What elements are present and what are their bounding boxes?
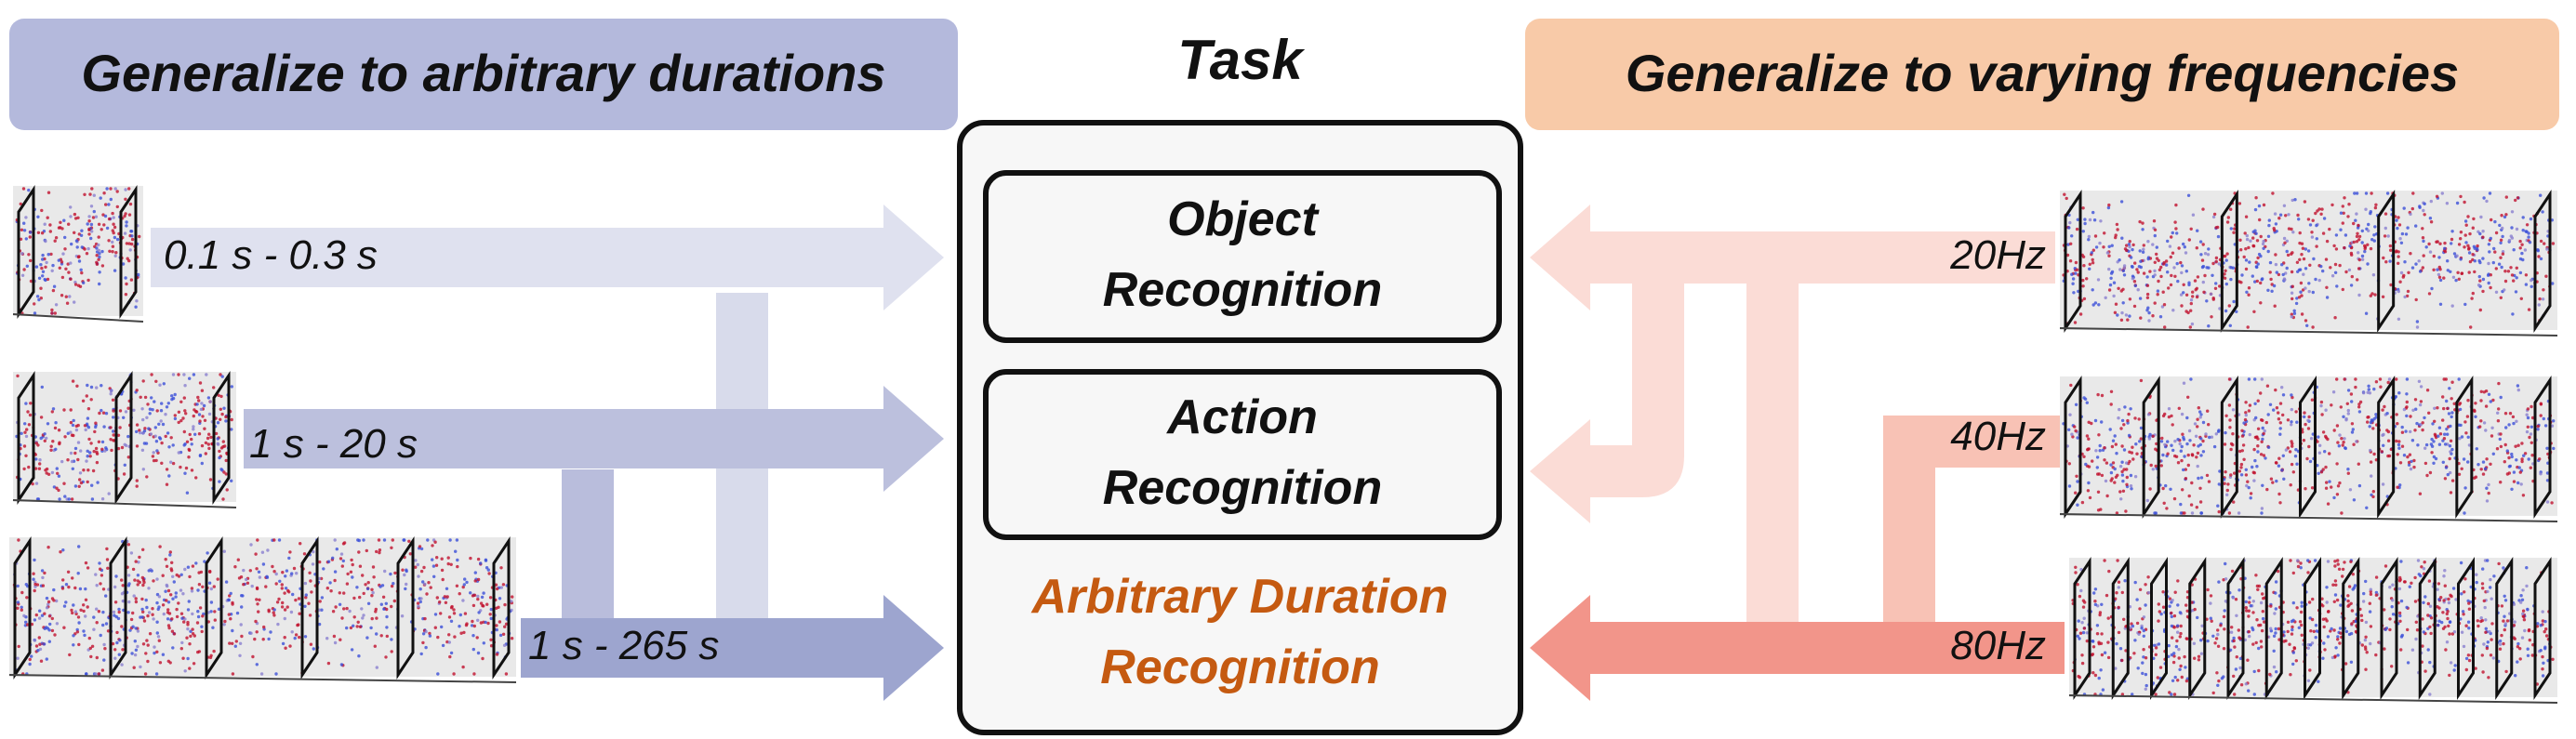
task-adr-line1: Arbitrary Duration xyxy=(1031,570,1449,624)
duration-arrow-3 xyxy=(521,595,944,701)
duration-label-1: 0.1 s - 0.3 s xyxy=(164,232,378,278)
duration-arrow-1 xyxy=(151,205,944,310)
freq-arrow-80 xyxy=(1530,595,2065,701)
freq-connector-20-to-action xyxy=(1530,284,1684,523)
task-box-object xyxy=(983,170,1502,343)
duration-label-2: 1 s - 20 s xyxy=(249,421,418,467)
freq-label-80: 80Hz xyxy=(1950,623,2046,668)
header-left-text: Generalize to arbitrary durations xyxy=(81,44,886,102)
task-action-line2: Recognition xyxy=(1102,461,1383,515)
freq-label-20: 20Hz xyxy=(1950,232,2046,278)
header-right-bar xyxy=(1525,19,2559,130)
duration-arrow-2 xyxy=(244,386,944,492)
task-object-line2: Recognition xyxy=(1102,263,1383,317)
event-thumb-20hz xyxy=(2059,190,2558,337)
freq-label-40: 40Hz xyxy=(1950,414,2046,459)
task-object: Object Recognition xyxy=(986,184,1499,325)
duration-label-3: 1 s - 265 s xyxy=(528,623,720,668)
freq-connector-20-vertical xyxy=(1746,284,1799,632)
connector-vertical-2 xyxy=(562,469,614,632)
task-title: Task xyxy=(1177,29,1303,91)
freq-connector-40 xyxy=(1883,416,2065,632)
event-thumb-short xyxy=(12,185,144,323)
event-thumb-40hz xyxy=(2059,376,2558,522)
task-box-action xyxy=(983,369,1502,540)
event-thumb-medium xyxy=(12,371,237,508)
task-action-line1: Action xyxy=(1167,390,1318,444)
event-thumb-long xyxy=(8,536,517,683)
task-adr-line2: Recognition xyxy=(1100,640,1380,694)
header-left-bar xyxy=(9,19,958,130)
event-thumb-80hz xyxy=(2068,557,2558,704)
header-right-text: Generalize to varying frequencies xyxy=(1625,44,2460,102)
task-action: Action Recognition xyxy=(986,382,1499,523)
task-arbitrary-duration: Arbitrary Duration Recognition xyxy=(960,561,1520,703)
task-object-line1: Object xyxy=(1167,192,1318,246)
freq-arrow-20 xyxy=(1530,205,2055,310)
